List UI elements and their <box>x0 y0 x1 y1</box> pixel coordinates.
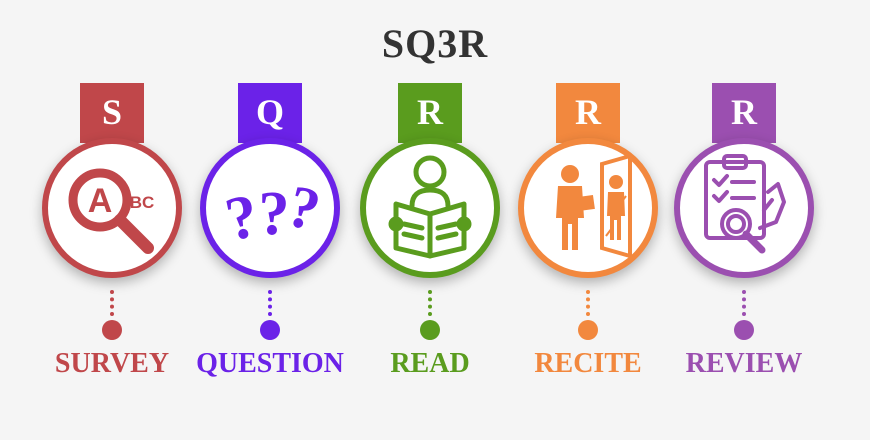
step-circle <box>518 138 658 278</box>
connector-dot <box>102 320 122 340</box>
connector-stem <box>268 290 272 316</box>
connector-stem <box>428 290 432 316</box>
connector-dot <box>578 320 598 340</box>
person-reading-icon <box>388 155 472 259</box>
step-letter-tab: S <box>80 83 144 143</box>
step-circle: A BC <box>42 138 182 278</box>
question-marks-icon: ? ? ? <box>220 172 327 254</box>
step-recite: R RECITE <box>508 0 668 440</box>
connector-dot <box>260 320 280 340</box>
step-label: SURVEY <box>54 348 170 379</box>
step-letter-tab: R <box>398 83 462 143</box>
step-circle <box>360 138 500 278</box>
step-letter-tab: R <box>712 83 776 143</box>
step-label: QUESTION <box>196 348 344 379</box>
clipboard-review-icon <box>704 154 786 254</box>
svg-text:BC: BC <box>130 193 155 212</box>
step-survey: S A BC SURVEY <box>32 0 192 440</box>
connector-dot <box>734 320 754 340</box>
svg-text:A: A <box>88 182 113 220</box>
step-letter-tab: R <box>556 83 620 143</box>
person-mirror-icon <box>556 153 632 259</box>
step-label: READ <box>390 348 470 379</box>
connector-stem <box>110 290 114 316</box>
page-title: SQ3R <box>381 21 489 66</box>
magnifier-abc-icon: A BC <box>68 168 155 254</box>
step-circle <box>674 138 814 278</box>
step-read: R READ <box>350 0 510 440</box>
step-question: Q ? ? ? QUESTION <box>190 0 350 440</box>
step-label: REVIEW <box>685 348 803 379</box>
step-circle: ? ? ? <box>200 138 340 278</box>
step-review: R REVIEW <box>664 0 824 440</box>
connector-stem <box>586 290 590 316</box>
step-label: RECITE <box>534 348 642 379</box>
svg-text:?: ? <box>259 180 290 248</box>
connector-stem <box>742 290 746 316</box>
step-letter-tab: Q <box>238 83 302 143</box>
connector-dot <box>420 320 440 340</box>
